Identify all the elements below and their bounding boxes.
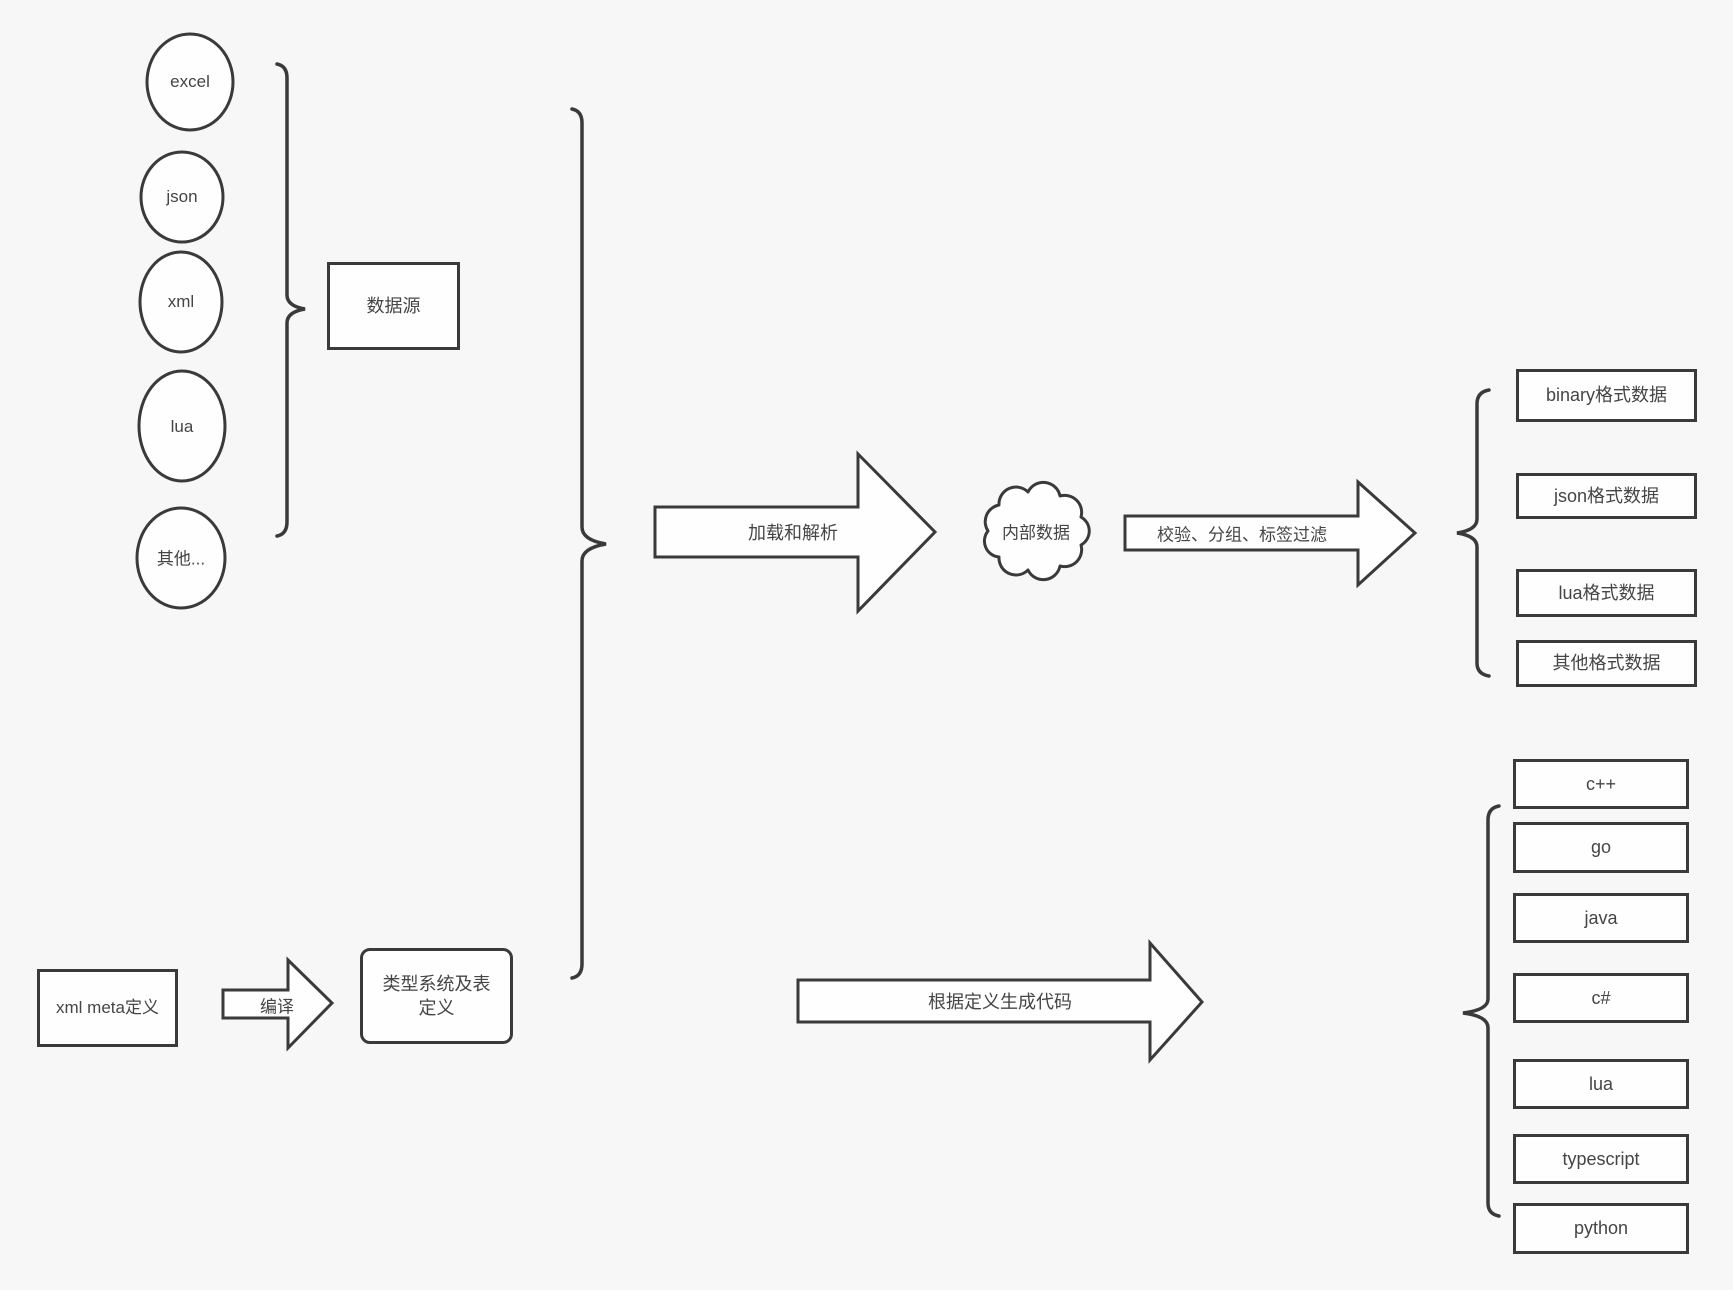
source-label-excel: excel xyxy=(170,72,210,91)
languages-brace xyxy=(1462,804,1501,1218)
language-label-java: java xyxy=(1584,907,1618,928)
output-box-other: 其他格式数据 xyxy=(1516,640,1697,687)
output-label-binary: binary格式数据 xyxy=(1545,385,1668,406)
data-source-group-box: 数据源 xyxy=(327,262,460,350)
language-label-python: python xyxy=(1573,1218,1629,1239)
language-label-cpp: c++ xyxy=(1585,773,1617,794)
sources-brace xyxy=(275,62,306,538)
source-ellipse-json xyxy=(139,150,225,244)
source-ellipse-lua xyxy=(137,369,227,483)
language-label-lua: lua xyxy=(1588,1073,1614,1094)
compile-arrow-label: 编译 xyxy=(260,997,294,1017)
output-label-lua: lua格式数据 xyxy=(1558,582,1655,603)
source-label-other: 其他... xyxy=(156,549,206,569)
output-label-json: json格式数据 xyxy=(1553,485,1660,506)
filter-arrow-label: 校验、分组、标签过滤 xyxy=(1157,525,1327,545)
codegen-arrow xyxy=(796,939,1205,1064)
type-system-box-label: 类型系统及表定义 xyxy=(382,973,491,1018)
internal-data-cloud xyxy=(983,480,1091,582)
output-label-other: 其他格式数据 xyxy=(1552,653,1661,674)
source-label-xml: xml xyxy=(167,292,195,311)
language-label-typescript: typescript xyxy=(1562,1148,1640,1169)
output-box-json: json格式数据 xyxy=(1516,473,1697,519)
load-parse-arrow-label: 加载和解析 xyxy=(748,523,838,543)
language-box-java: java xyxy=(1513,893,1689,943)
source-label-json: json xyxy=(166,187,198,206)
language-box-typescript: typescript xyxy=(1513,1134,1689,1184)
language-box-go: go xyxy=(1513,822,1689,873)
language-box-csharp: c# xyxy=(1513,973,1689,1023)
inputs-brace xyxy=(570,107,607,980)
source-ellipse-other xyxy=(135,506,227,610)
xml-meta-box: xml meta定义 xyxy=(37,969,178,1047)
language-label-csharp: c# xyxy=(1591,987,1611,1008)
source-ellipse-excel xyxy=(145,32,235,132)
compile-arrow xyxy=(221,956,335,1052)
type-system-box: 类型系统及表定义 xyxy=(360,948,513,1044)
language-box-python: python xyxy=(1513,1203,1689,1254)
source-ellipse-xml xyxy=(138,250,224,354)
language-label-go: go xyxy=(1590,837,1612,858)
output-box-binary: binary格式数据 xyxy=(1516,369,1697,422)
data-formats-brace xyxy=(1456,388,1491,678)
language-box-cpp: c++ xyxy=(1513,759,1689,809)
source-label-lua: lua xyxy=(170,417,194,436)
internal-data-label: 内部数据 xyxy=(1002,523,1070,543)
language-box-lua: lua xyxy=(1513,1059,1689,1109)
xml-meta-box-label: xml meta定义 xyxy=(56,997,159,1017)
data-source-group-label: 数据源 xyxy=(366,295,421,316)
codegen-arrow-label: 根据定义生成代码 xyxy=(928,992,1072,1012)
filter-arrow xyxy=(1123,478,1418,589)
load-parse-arrow xyxy=(653,450,938,615)
output-box-lua: lua格式数据 xyxy=(1516,569,1697,617)
